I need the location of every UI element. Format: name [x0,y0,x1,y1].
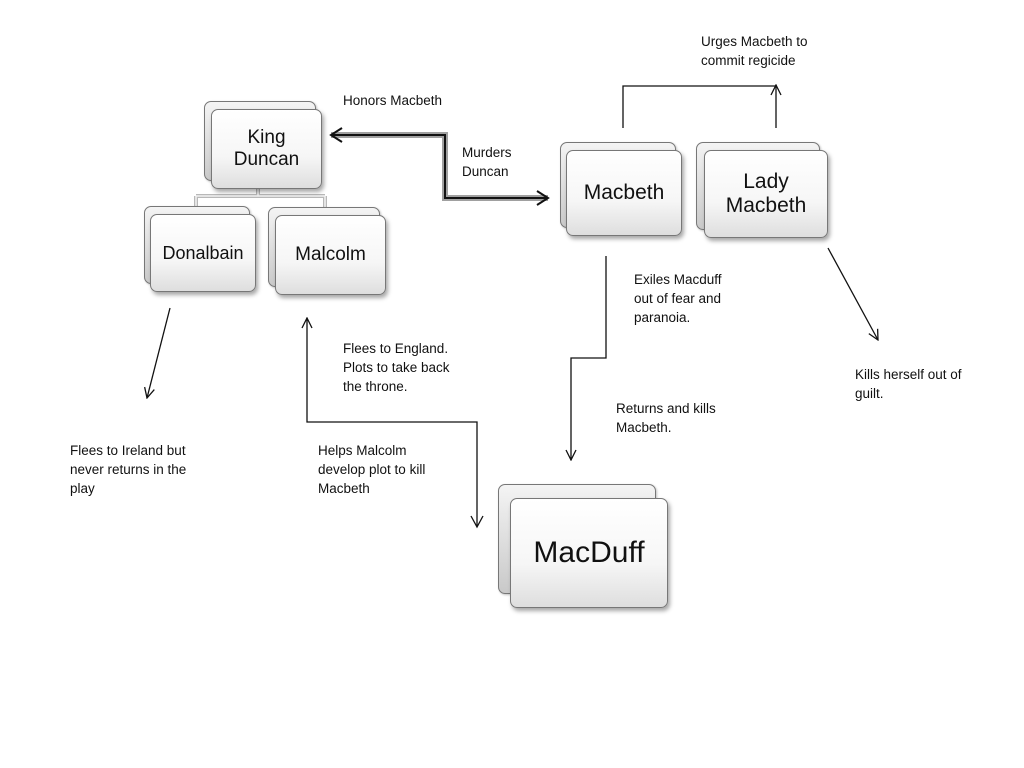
helps-malcolm-note: Helps Malcolm develop plot to kill Macbe… [318,443,426,496]
flees-ireland-arrow [147,307,171,398]
flees-england-note: Flees to England. Plots to take back the… [343,341,450,394]
king-duncan-label: King Duncan [233,127,300,170]
exiles-macduff-arrow [571,256,607,460]
macduff-node: MacDuff [498,484,670,610]
urges-regicide-arrow [622,85,776,128]
donalbain-node: Donalbain [144,206,256,292]
lady-macbeth-label: Lady Macbeth [725,169,807,217]
donalbain-label: Donalbain [162,242,244,263]
honors-macbeth-note: Honors Macbeth [343,93,443,108]
malcolm-label: Malcolm [295,244,366,266]
lady-macbeth-node: Lady Macbeth [696,142,828,238]
flees-ireland-note: Flees to Ireland but never returns in th… [70,443,187,496]
family-tree-connector-highlight [195,186,326,207]
malcolm-node: Malcolm [268,207,386,295]
murders-duncan-note: Murders Duncan [462,145,512,179]
kills-herself-note: Kills herself out of guilt. [855,367,962,401]
urges-regicide-note: Urges Macbeth to commit regicide [701,34,808,68]
returns-kills-note: Returns and kills Macbeth. [616,401,716,435]
macduff-malcolm-arrow [307,318,478,526]
murders-honors-arrow [329,127,550,206]
king-duncan-node: King Duncan [204,101,322,189]
kills-herself-arrow [827,247,878,340]
macbeth-node: Macbeth [560,142,682,236]
macbeth-label: Macbeth [583,180,665,204]
macduff-malcolm-arrowhead [470,515,484,529]
macduff-label: MacDuff [533,535,645,569]
exiles-macduff-note: Exiles Macduff out of fear and paranoia. [634,272,722,325]
